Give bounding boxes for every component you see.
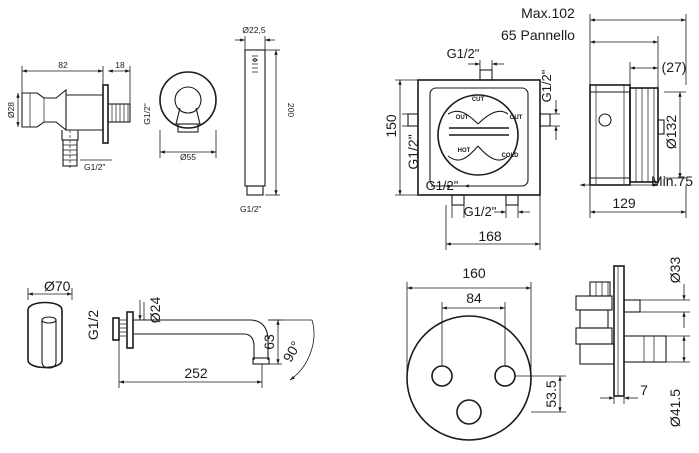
box-left-thread-label: G1/2"	[405, 134, 421, 169]
box-max-depth-label: Max.102	[521, 5, 575, 21]
spout-length-label: 252	[184, 365, 208, 381]
shower-thread-label: G1/2"	[240, 204, 261, 214]
holder-thread-side-label: G1/2"	[142, 103, 152, 124]
spout-drop-label: 63	[261, 334, 277, 350]
box-right-thread-label: G1/2"	[539, 69, 554, 102]
box-out-right-label: OUT	[510, 115, 523, 121]
box-panel-label: 65 Pannello	[501, 27, 575, 43]
cover-plate-side-view: Ø33 7 Ø41.5	[575, 257, 690, 427]
plate-spacing-label: 84	[466, 290, 482, 306]
holder-thread-bottom-label: G1/2"	[84, 162, 105, 172]
hand-shower-holder-side-view: 82 18 Ø28 G1/2" G1/2"	[6, 60, 152, 172]
spout-side-view: Ø24 G1/2 252 63 90°	[85, 297, 315, 388]
box-cut-label: CUT	[472, 97, 485, 103]
box-bottom-thread-2-label: G1/2"	[464, 204, 497, 219]
cover-plate-front-view: 160 84 53.5	[406, 265, 566, 441]
box-out-left-label: OUT	[456, 115, 469, 121]
plate-diameter-label: 160	[462, 265, 486, 281]
holder-width-label: 82	[58, 60, 68, 70]
box-bottom-thread-1-label: G1/2"	[426, 178, 459, 193]
plate-side-diameter-label: Ø41.5	[667, 389, 683, 427]
hand-shower-holder-front-view: Ø55	[159, 71, 217, 162]
holder-plate-diameter-label: Ø55	[180, 152, 196, 162]
box-offset-label: (27)	[662, 59, 687, 75]
plate-offset-label: 53.5	[543, 380, 559, 407]
holder-thread-stub	[107, 103, 131, 123]
box-width-label: 168	[478, 228, 502, 244]
box-diameter-label: Ø132	[663, 115, 679, 149]
spout-angle-label: 90°	[279, 338, 303, 364]
hand-shower-view: Ø22,5 200 G1/2"	[235, 25, 296, 214]
spout-pipe-label: Ø24	[147, 297, 163, 324]
spout-rosette-label: Ø70	[44, 278, 71, 294]
spout-thread-label: G1/2	[85, 310, 101, 341]
box-top-thread-label: G1/2"	[447, 46, 480, 61]
box-depth-label: 129	[612, 195, 636, 211]
box-min-depth-label: Min.75	[651, 173, 693, 189]
box-hot-label: HOT	[458, 148, 471, 154]
shower-diameter-label: Ø22,5	[242, 25, 265, 35]
plate-knob-diameter-label: Ø33	[667, 257, 683, 284]
shower-length-label: 200	[286, 103, 296, 117]
box-height-label: 150	[383, 114, 399, 138]
box-cold-label: COLD	[502, 153, 520, 159]
concealed-box-side-view: Max.102 65 Pannello (27) Ø132 Min.75 129	[501, 5, 693, 218]
concealed-box-front-view: CUT OUT OUT HOT COLD G1/2" G1/2" 150 G1/…	[383, 46, 560, 250]
holder-diameter-label: Ø28	[6, 102, 16, 118]
holder-flange-label: 18	[115, 60, 125, 70]
spout-rosette-view: Ø70	[27, 278, 73, 369]
plate-thickness-label: 7	[640, 382, 648, 398]
